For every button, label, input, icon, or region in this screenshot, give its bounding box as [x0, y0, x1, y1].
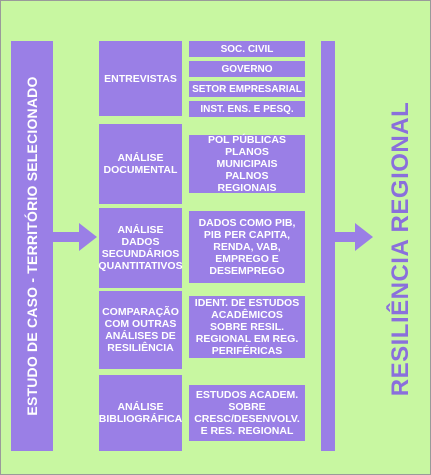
- method-box-bibliografica: ANÁLISE BIBLIOGRÁFICA: [99, 375, 182, 451]
- right-arrow: [335, 223, 375, 251]
- detail-governo: GOVERNO: [189, 61, 305, 77]
- detail-dados-secundarios: DADOS COMO PIB, PIB PER CAPITA, RENDA, V…: [189, 211, 305, 283]
- method-box-dados-secundarios: ANÁLISE DADOS SECUNDÁRIOS QUANTITATIVOS: [98, 208, 183, 288]
- left-arrow: [53, 223, 97, 251]
- method-box-analise-documental: ANÁLISE DOCUMENTAL: [99, 124, 182, 204]
- detail-comparacao: IDENT. DE ESTUDOS ACADÊMICOS SOBRE RESIL…: [189, 296, 305, 358]
- regional-resilience-label: RESILIÊNCIA REGIONAL: [387, 101, 414, 397]
- detail-bibliografica: ESTUDOS ACADEM. SOBRE CRESC/DESENVOLV. E…: [189, 385, 305, 441]
- case-study-bar: ESTUDO DE CASO - TERRITÓRIO SELECIONADO: [11, 41, 53, 451]
- detail-soc-civil: SOC. CIVIL: [189, 41, 305, 57]
- detail-inst-ens-pesq: INST. ENS. E PESQ.: [189, 101, 305, 117]
- case-study-label: ESTUDO DE CASO - TERRITÓRIO SELECIONADO: [24, 76, 40, 416]
- convergence-bar: [321, 41, 335, 451]
- detail-setor-empresarial: SETOR EMPRESARIAL: [189, 81, 305, 97]
- method-box-entrevistas: ENTREVISTAS: [99, 41, 182, 116]
- method-box-comparacao: COMPARAÇÃO COM OUTRAS ANÁLISES DE RESILI…: [99, 291, 182, 369]
- detail-analise-documental: POL PÚBLICAS PLANOS MUNICIPAIS PALNOS RE…: [189, 134, 305, 194]
